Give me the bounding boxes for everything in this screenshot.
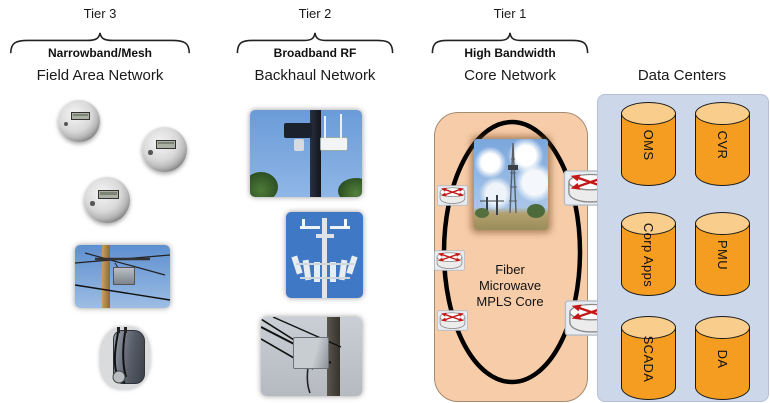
meter-lcd: [70, 111, 91, 121]
cables: [112, 332, 127, 384]
cylinder-body: [695, 328, 750, 400]
transformer-box: [113, 267, 135, 285]
tier2-band-label: Broadband RF: [273, 46, 357, 60]
bracket: [284, 123, 312, 138]
system-label: PMU: [715, 239, 731, 271]
data-centers-title: Data Centers: [637, 67, 727, 84]
antenna: [324, 116, 326, 138]
system-label: OMS: [641, 129, 657, 161]
cylinder-body: [695, 114, 750, 186]
meter-lcd: [155, 139, 177, 149]
database-cylinder: Corp Apps: [621, 212, 677, 298]
tier2-header: Tier 2 Broadband RF Backhaul Network: [235, 6, 395, 90]
foliage: [338, 178, 362, 197]
cylinder-body: [695, 224, 750, 296]
tier1-band-label: High Bandwidth: [464, 46, 556, 60]
core-network-label: Fiber Microwave MPLS Core: [434, 262, 586, 310]
antenna-port: [117, 327, 120, 333]
distribution-pole-photo: [75, 245, 170, 308]
tier1-network-label: Core Network: [464, 67, 556, 84]
database-cylinder: CVR: [695, 102, 751, 188]
core-tower-photo: [474, 139, 548, 230]
cell-tower-photo: [286, 212, 363, 298]
core-label-line: Microwave: [478, 278, 542, 293]
system-label: Corp Apps: [641, 222, 657, 288]
tier3-band-label: Narrowband/Mesh: [47, 46, 152, 60]
cylinder-body: [621, 114, 676, 186]
smart-meter-photo: [142, 127, 187, 172]
tier3-network-label: Field Area Network: [36, 67, 164, 84]
pole: [327, 317, 340, 396]
radio-unit: [320, 137, 348, 151]
cylinder-top: [621, 316, 676, 339]
smart-meter-photo: [58, 100, 100, 142]
router-icon: [437, 185, 468, 206]
system-label: SCADA: [641, 335, 657, 383]
cylinder-body: [621, 328, 676, 400]
smart-meter-photo: [84, 177, 130, 223]
brace-icon: [430, 32, 590, 54]
cabinet: [293, 337, 329, 369]
brace-icon: [235, 32, 395, 54]
tier3-title: Tier 3: [83, 6, 117, 21]
core-label-line: MPLS Core: [476, 294, 544, 309]
core-label-line: Fiber: [495, 262, 525, 277]
camera-unit: [294, 139, 304, 151]
wires: [75, 252, 170, 301]
pole: [310, 110, 321, 197]
system-label: CVR: [715, 130, 731, 160]
cylinder-body: [621, 224, 676, 296]
meter-seal: [148, 150, 153, 155]
antenna-port: [124, 327, 127, 333]
tier2-title: Tier 2: [298, 6, 332, 21]
router-icon: [437, 310, 468, 331]
tier3-header: Tier 3 Narrowband/Mesh Field Area Networ…: [8, 6, 192, 90]
foliage: [250, 172, 278, 197]
tier1-title: Tier 1: [493, 6, 527, 21]
cylinder-top: [695, 212, 750, 235]
system-label: DA: [715, 349, 731, 369]
pole: [102, 245, 110, 308]
cylinder-top: [621, 102, 676, 125]
tower-structure: [291, 218, 358, 298]
router-icon: [434, 250, 465, 271]
meter-lcd: [97, 189, 120, 200]
database-cylinder: SCADA: [621, 316, 677, 402]
field-device-photo: [100, 325, 150, 391]
cylinder-top: [621, 212, 676, 235]
lattice-tower: [475, 142, 545, 218]
database-cylinder: DA: [695, 316, 751, 402]
antenna: [340, 114, 342, 138]
cylinder-top: [695, 316, 750, 339]
tier1-header: Tier 1 High Bandwidth Core Network: [430, 6, 590, 90]
pole-radio-photo: [250, 110, 362, 197]
database-cylinder: PMU: [695, 212, 751, 298]
pole-cabinet-photo: [261, 317, 362, 396]
brace-icon: [8, 32, 192, 54]
tier2-network-label: Backhaul Network: [254, 67, 376, 84]
database-cylinder: OMS: [621, 102, 677, 188]
meter-seal: [90, 200, 96, 206]
cylinder-top: [695, 102, 750, 125]
meter-seal: [63, 121, 69, 127]
